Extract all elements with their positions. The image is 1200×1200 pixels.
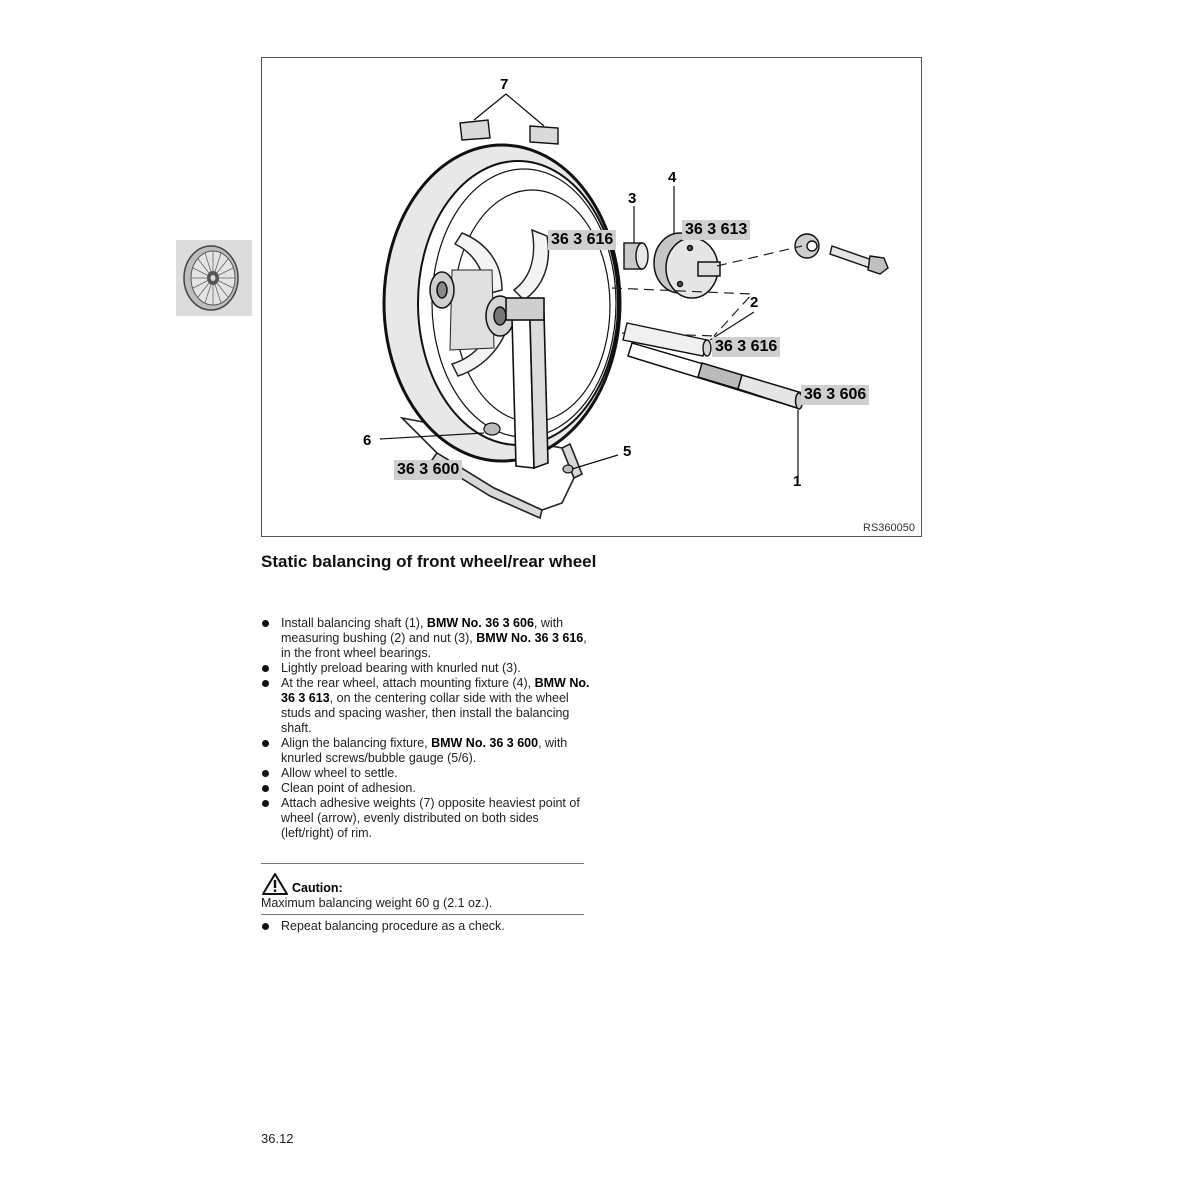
- caution-header: Caution:: [261, 872, 584, 896]
- tool-number-36-3-616-bushing: 36 3 616: [712, 337, 781, 357]
- callout-1: 1: [793, 473, 802, 490]
- step-text: , with knurled screws/bubble gauge (5/6)…: [281, 736, 568, 765]
- callout-6: 6: [363, 432, 372, 449]
- procedure-step: Attach adhesive weights (7) opposite hea…: [261, 796, 591, 841]
- assembly-lines: [611, 245, 803, 337]
- step-text: At the rear wheel, attach mounting fixtu…: [281, 676, 535, 690]
- bmw-tool-number: BMW No. 36 3 600: [431, 736, 539, 750]
- balancing-shaft: [627, 342, 804, 410]
- balancing-illustration: [379, 93, 889, 520]
- step-text: Align the balancing fixture,: [281, 736, 432, 750]
- caution-label: Caution:: [292, 881, 343, 895]
- bullet-icon: [262, 770, 269, 777]
- spacing-washer: [794, 233, 820, 259]
- bmw-tool-number: BMW No. 36 3 613: [281, 676, 590, 705]
- procedure-step: Align the balancing fixture, BMW No. 36 …: [261, 736, 591, 766]
- callout-2: 2: [750, 294, 759, 311]
- measuring-bushing: [622, 322, 712, 357]
- final-step: Repeat balancing procedure as a check.: [261, 919, 611, 934]
- wheel-spokes: [449, 228, 550, 377]
- step-text: Lightly preload bearing with knurled nut…: [281, 661, 521, 675]
- mounting-fixture: [653, 232, 721, 299]
- callout-7: 7: [500, 76, 509, 93]
- procedure-steps: Install balancing shaft (1), BMW No. 36 …: [261, 616, 591, 841]
- callout-4: 4: [668, 169, 677, 186]
- final-step-text: Repeat balancing procedure as a check.: [281, 919, 505, 933]
- step-text: , on the centering collar side with the …: [281, 691, 570, 735]
- page-number: 36.12: [261, 1131, 294, 1146]
- bullet-icon: [262, 680, 269, 687]
- bullet-icon: [262, 665, 269, 672]
- warning-triangle-icon: [262, 873, 288, 895]
- bullet-icon: [262, 923, 269, 930]
- callout-leaders: [379, 186, 799, 478]
- procedure-step: At the rear wheel, attach mounting fixtu…: [261, 676, 591, 736]
- tool-number-36-3-613: 36 3 613: [682, 220, 751, 240]
- step-text: Install balancing shaft (1),: [281, 616, 427, 630]
- procedure-step: Install balancing shaft (1), BMW No. 36 …: [261, 616, 591, 661]
- balancing-figure: 7 3 4 2 1 6 5 36 3 616 36 3 613 36 3 616…: [261, 57, 922, 537]
- bullet-icon: [262, 620, 269, 627]
- weights-leader: [473, 93, 545, 127]
- step-text: Attach adhesive weights (7) opposite hea…: [281, 796, 580, 840]
- bmw-tool-number: BMW No. 36 3 616: [476, 631, 584, 645]
- tool-number-36-3-616-nut: 36 3 616: [548, 230, 617, 250]
- bullet-icon: [262, 785, 269, 792]
- caution-box: Caution: Maximum balancing weight 60 g (…: [261, 863, 584, 915]
- knurled-nut: [623, 242, 649, 270]
- wheel-bolt: [829, 245, 889, 275]
- procedure-step: Clean point of adhesion.: [261, 781, 591, 796]
- adhesive-weights: [459, 119, 559, 145]
- callout-3: 3: [628, 190, 637, 207]
- tool-number-36-3-600: 36 3 600: [394, 460, 463, 480]
- section-thumbnail-wheel: [176, 240, 252, 316]
- step-text: Clean point of adhesion.: [281, 781, 416, 795]
- caution-text: Maximum balancing weight 60 g (2.1 oz.).: [261, 896, 493, 910]
- step-text: , with measuring bushing (2) and nut (3)…: [281, 616, 564, 645]
- bubble-gauge: [483, 422, 501, 436]
- bullet-icon: [262, 800, 269, 807]
- bullet-icon: [262, 740, 269, 747]
- step-text: Allow wheel to settle.: [281, 766, 398, 780]
- bmw-tool-number: BMW No. 36 3 606: [426, 616, 534, 630]
- procedure-step: Lightly preload bearing with knurled nut…: [261, 661, 591, 676]
- knurled-screw: [562, 464, 574, 474]
- figure-id: RS360050: [863, 522, 915, 534]
- wheel-icon: [183, 245, 239, 311]
- section-title: Static balancing of front wheel/rear whe…: [261, 552, 597, 571]
- tool-number-36-3-606: 36 3 606: [801, 385, 870, 405]
- procedure-step: Allow wheel to settle.: [261, 766, 591, 781]
- balancing-stand-upright: [505, 297, 549, 470]
- step-text: , in the front wheel bearings.: [281, 631, 587, 660]
- callout-5: 5: [623, 443, 632, 460]
